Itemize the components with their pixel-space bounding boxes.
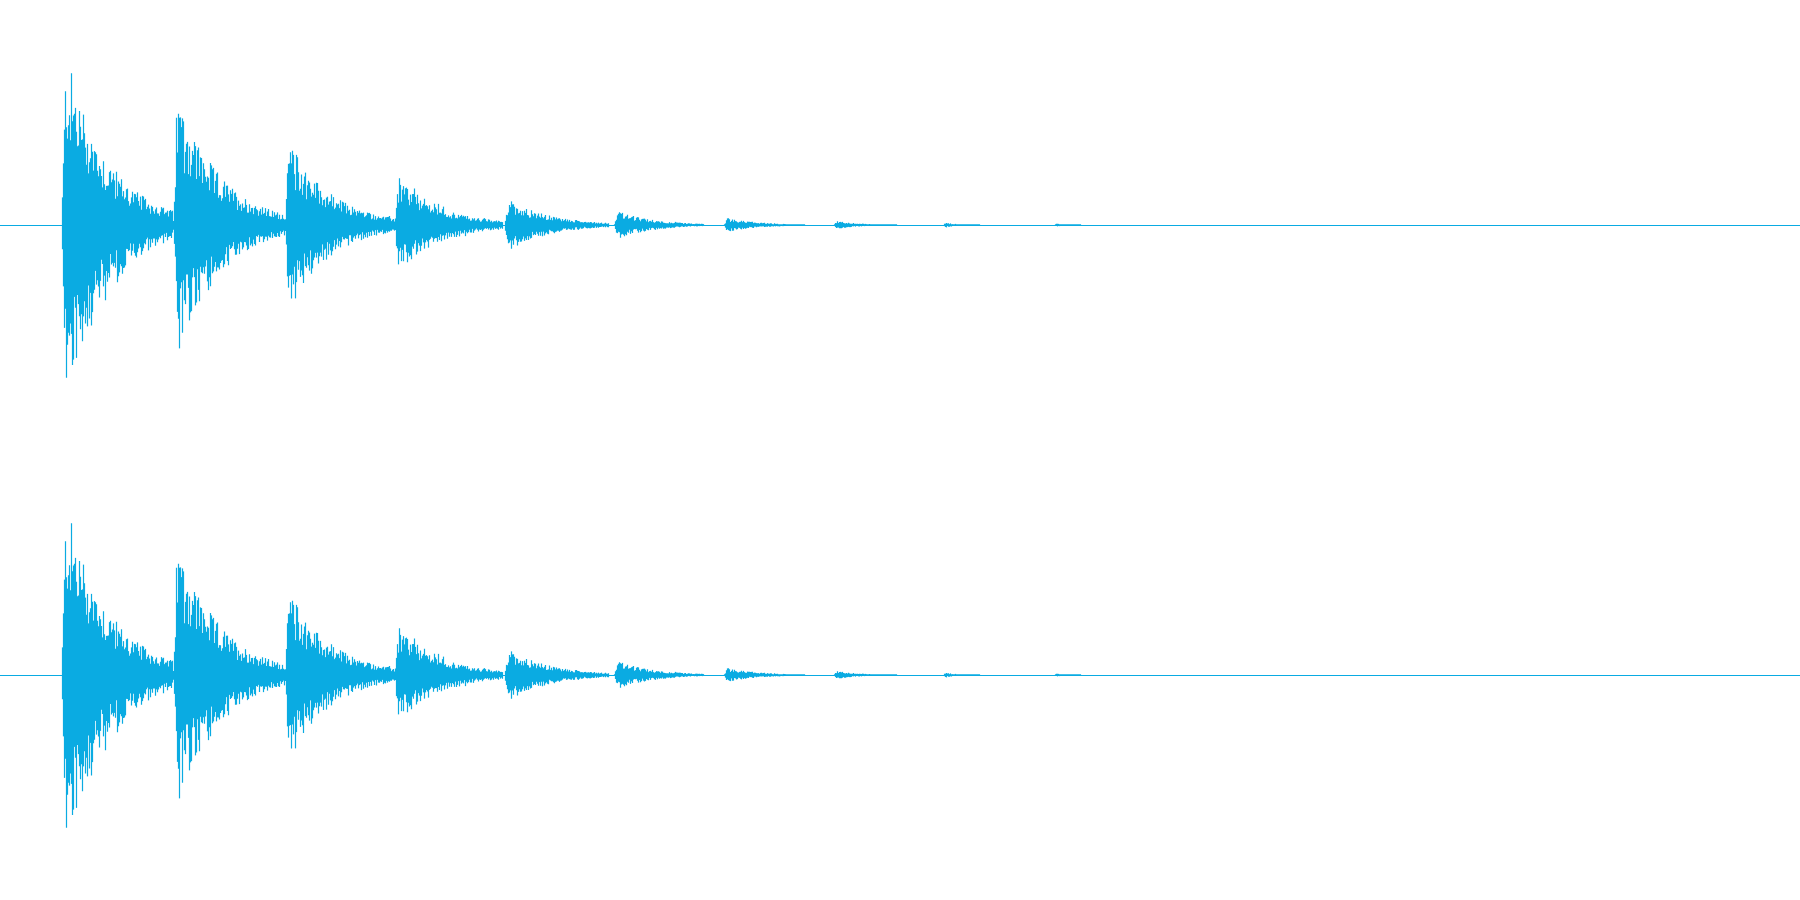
channel-2-waveform	[61, 523, 1082, 828]
channel-1	[0, 73, 1800, 378]
channel-1-waveform	[61, 73, 1082, 378]
channel-2	[0, 523, 1800, 828]
